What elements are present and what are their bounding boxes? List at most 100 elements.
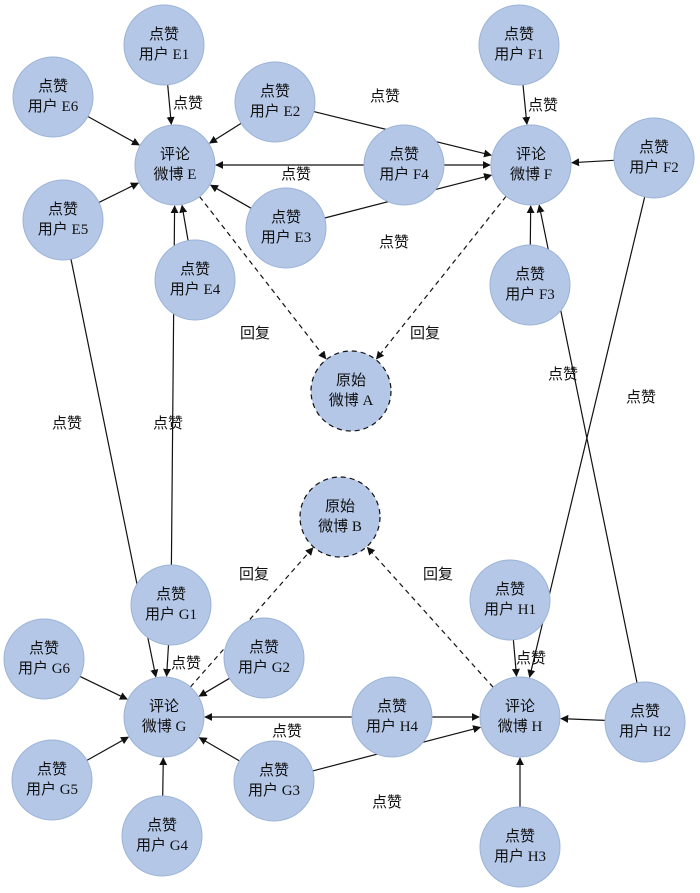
edge-label-e1-e: 点赞: [173, 95, 203, 112]
edge-g2-to-g: [198, 677, 230, 697]
node-label-line2: 用户 H1: [484, 601, 536, 618]
edge-g1-to-g: [163, 644, 172, 677]
node-label-line2: 用户 E5: [38, 221, 88, 238]
node-circle: [233, 740, 315, 822]
node-label-line1: 原始: [325, 498, 355, 515]
node-label-line1: 原始: [336, 372, 366, 389]
node-label-line1: 点赞: [504, 26, 534, 43]
node-label-line2: 微博 H: [498, 718, 543, 735]
node-label-line1: 点赞: [29, 640, 59, 657]
node-label-line2: 用户 H4: [366, 718, 419, 735]
edge-label-g1-g: 点赞: [171, 655, 201, 672]
node-label-line1: 点赞: [38, 78, 68, 95]
edge-g6-to-g: [79, 675, 128, 700]
node-label-line2: 微博 G: [142, 718, 187, 735]
node-label-line1: 点赞: [630, 703, 660, 720]
node-circle: [479, 676, 561, 758]
node-circle: [223, 617, 305, 699]
edge-h-to-b: [366, 546, 494, 688]
edge-label-e3-f: 点赞: [379, 234, 409, 251]
node-label-line2: 微博 B: [318, 518, 362, 535]
node-label-line1: 评论: [160, 146, 190, 163]
node-label-line2: 用户 F3: [505, 286, 555, 303]
edge-e6-to-e: [87, 115, 140, 146]
edge-e2-to-e: [209, 122, 242, 144]
node-circle: [154, 239, 236, 321]
node-label-line1: 点赞: [156, 586, 186, 603]
node-label-line2: 用户 E6: [28, 98, 79, 115]
node-circle: [299, 476, 381, 558]
edge-e3-to-e: [210, 184, 252, 209]
node-circle: [363, 124, 445, 206]
node-circle: [123, 4, 205, 86]
node-circle: [134, 124, 216, 206]
node-label-line2: 用户 G6: [18, 660, 71, 677]
edge-label-f2-h: 点赞: [626, 389, 656, 406]
node-circle: [310, 350, 392, 432]
node-label-line2: 用户 H2: [619, 723, 671, 740]
node-label-line1: 点赞: [639, 139, 669, 156]
node-label-line1: 点赞: [147, 817, 177, 834]
node-label-line2: 用户 E4: [170, 281, 221, 298]
node-label-line2: 用户 G4: [136, 837, 189, 854]
node-circle: [121, 795, 203, 877]
node-label-line1: 点赞: [48, 201, 78, 218]
edge-label-f4-e: 点赞: [281, 166, 311, 183]
node-label-line1: 点赞: [389, 146, 419, 163]
node-label-line1: 点赞: [180, 261, 210, 278]
edge-label-f1-f: 点赞: [528, 97, 558, 114]
node-circle: [351, 676, 433, 758]
node-circle: [234, 61, 316, 143]
node-label-line1: 点赞: [495, 581, 525, 598]
edge-label-h2-f: 点赞: [548, 366, 578, 383]
node-label-line1: 点赞: [377, 698, 407, 715]
edge-e1-to-e: [166, 84, 175, 125]
edge-e4-to-e: [179, 204, 189, 241]
edge-label-h4-g: 点赞: [272, 723, 302, 740]
edge-h2-to-h: [560, 714, 606, 723]
edge-label-g3-h: 点赞: [372, 794, 402, 811]
node-label-line2: 用户 G3: [248, 782, 300, 799]
node-label-line2: 用户 E1: [139, 46, 189, 63]
node-label-line1: 评论: [149, 698, 179, 715]
edge-e5-to-e: [98, 182, 139, 203]
node-label-line1: 评论: [505, 698, 535, 715]
edge-label-h-b: 回复: [423, 565, 453, 583]
edge-e-to-a: [199, 196, 327, 360]
node-label-line2: 微博 A: [329, 392, 374, 409]
edge-f1-to-f: [522, 84, 531, 125]
node-circle: [490, 124, 572, 206]
node-label-line2: 用户 H3: [494, 848, 546, 865]
node-circle: [123, 676, 205, 758]
node-circle: [478, 4, 560, 86]
node-label-line2: 微博 F: [510, 166, 552, 183]
edge-f-to-a: [376, 195, 507, 360]
node-label-line1: 点赞: [149, 26, 179, 43]
node-circle: [469, 559, 551, 641]
node-label-line2: 用户 G2: [238, 659, 290, 676]
edge-label-e5-g: 点赞: [52, 415, 82, 432]
node-circle: [613, 117, 695, 199]
node-label-line1: 点赞: [259, 762, 289, 779]
node-circle: [489, 244, 571, 326]
node-circle: [11, 739, 93, 821]
